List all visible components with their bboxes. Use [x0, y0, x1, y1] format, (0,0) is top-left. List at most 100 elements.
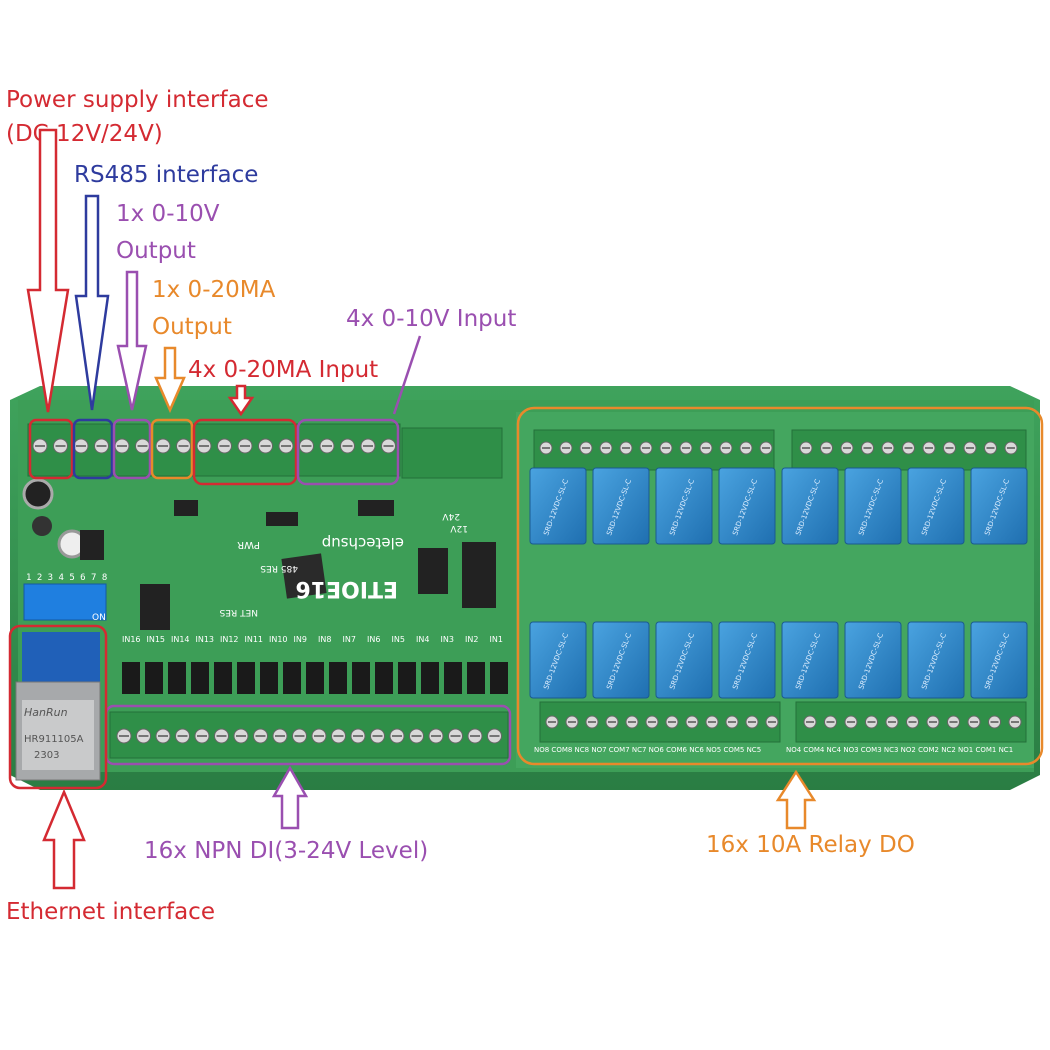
di-channel-label: IN5 — [392, 635, 405, 644]
relay — [844, 621, 902, 699]
optocoupler — [191, 662, 209, 694]
model-silkscreen: ETIOE16 — [295, 576, 398, 601]
ai-voltage-highlight-box — [296, 418, 400, 486]
ethernet-arrow — [42, 788, 86, 890]
optocoupler — [306, 662, 324, 694]
optocoupler — [398, 662, 416, 694]
rs485-highlight-box — [72, 418, 114, 480]
net-res-silkscreen: NET RES — [219, 607, 258, 617]
di-channel-label: IN9 — [294, 635, 307, 644]
di-channel-label: IN15 — [147, 635, 166, 644]
dip-switch — [23, 583, 107, 621]
relay — [844, 467, 902, 545]
di-channel-label: IN3 — [441, 635, 454, 644]
optocoupler — [467, 662, 485, 694]
ao-voltage-highlight-box — [112, 418, 152, 480]
ethernet-label: Ethernet interface — [6, 899, 215, 925]
relay-terminal-labels-left: NO8 COM8 NC8 NO7 COM7 NC7 NO6 COM6 NC6 N… — [534, 746, 761, 754]
top-terminal-strip — [27, 423, 503, 479]
ai-current-highlight-box — [192, 418, 298, 486]
highlight-boxes — [8, 406, 1044, 790]
optocoupler — [329, 662, 347, 694]
ethernet-jack: HanRun HR911105A 2303 — [15, 632, 101, 781]
v24-silkscreen: 24V — [442, 511, 460, 521]
di-channel-label: IN14 — [171, 635, 190, 644]
analog-current-input-label: 4x 0-20MA Input — [188, 357, 379, 383]
relay — [907, 621, 965, 699]
optocoupler — [145, 662, 163, 694]
di-channel-label: IN2 — [465, 635, 478, 644]
rs485-label: RS485 interface — [74, 162, 259, 188]
optocoupler — [283, 662, 301, 694]
di-channel-label: IN4 — [416, 635, 429, 644]
rs485-arrow — [74, 194, 110, 411]
digital-input-optocouplers: IN16 IN15 IN14 IN13 IN12 IN11 IN10 IN9 IN8 IN7 IN6… — [122, 635, 508, 694]
relay — [592, 467, 650, 545]
analog-current-output-label-2: Output — [152, 314, 232, 340]
ao-current-arrow — [154, 346, 186, 414]
v12-silkscreen: 12V — [450, 523, 468, 533]
analog-voltage-output-label-2: Output — [116, 238, 196, 264]
digital-input-label: 16x NPN DI(3-24V Level) — [144, 838, 429, 864]
ai-current-arrow — [227, 384, 255, 417]
relay — [907, 467, 965, 545]
di-arrow — [271, 765, 309, 830]
optocoupler — [421, 662, 439, 694]
relay — [718, 621, 776, 699]
optocoupler — [444, 662, 462, 694]
optocoupler — [375, 662, 393, 694]
di-channel-label: IN13 — [196, 635, 215, 644]
relay — [655, 621, 713, 699]
rj45-model: HR911105A — [24, 734, 84, 745]
analog-voltage-input-label: 4x 0-10V Input — [346, 306, 517, 332]
optocoupler — [237, 662, 255, 694]
power-supply-voltage-label: (DC 12V/24V) — [6, 121, 163, 147]
analog-voltage-output-label: 1x 0-10V — [116, 201, 220, 227]
analog-current-output-label: 1x 0-20MA — [152, 277, 276, 303]
power-highlight-box — [28, 418, 74, 480]
power-arrow — [26, 128, 70, 413]
ao-current-highlight-box — [150, 418, 194, 480]
relay — [529, 467, 587, 545]
dip-switch-on-label: ON — [92, 613, 106, 623]
ic-chips — [140, 500, 496, 630]
rj45-date: 2303 — [34, 750, 59, 761]
relay — [655, 467, 713, 545]
di-channel-label: IN6 — [367, 635, 380, 644]
relay-highlight-box — [516, 406, 1044, 766]
optocoupler — [122, 662, 140, 694]
relay-output-label: 16x 10A Relay DO — [706, 832, 915, 858]
di-channel-label: IN1 — [490, 635, 503, 644]
di-channel-label: IN12 — [220, 635, 239, 644]
relay — [718, 467, 776, 545]
ethernet-highlight-box — [8, 624, 108, 790]
optocoupler — [490, 662, 508, 694]
di-channel-label: IN8 — [318, 635, 331, 644]
relay-arrow — [775, 769, 817, 830]
brand-silkscreen: eletechsup — [322, 534, 404, 552]
dip-switch-numbers: 1 2 3 4 5 6 7 8 — [26, 573, 107, 583]
bottom-terminal-strip — [109, 711, 509, 759]
relay — [592, 621, 650, 699]
di-channel-label: IN10 — [269, 635, 288, 644]
di-channel-label: IN11 — [245, 635, 264, 644]
power-supply-label: Power supply interface — [6, 87, 269, 113]
relay — [529, 621, 587, 699]
relay — [970, 467, 1028, 545]
components-left: 1 2 3 4 5 6 7 8 ON — [22, 478, 107, 623]
ai-voltage-arrow — [392, 335, 422, 415]
optocoupler — [352, 662, 370, 694]
res485-silkscreen: 485 RES — [260, 563, 298, 573]
relay — [781, 621, 839, 699]
di-channel-label: IN7 — [343, 635, 356, 644]
rj45-brand: HanRun — [24, 706, 68, 719]
optocoupler — [214, 662, 232, 694]
optocoupler — [168, 662, 186, 694]
di-channel-label: IN16 — [122, 635, 141, 644]
relay — [781, 467, 839, 545]
relay — [970, 621, 1028, 699]
ao-voltage-arrow — [116, 270, 148, 411]
relay-terminal-labels-right: NO4 COM4 NC4 NO3 COM3 NC3 NO2 COM2 NC2 N… — [786, 746, 1013, 754]
